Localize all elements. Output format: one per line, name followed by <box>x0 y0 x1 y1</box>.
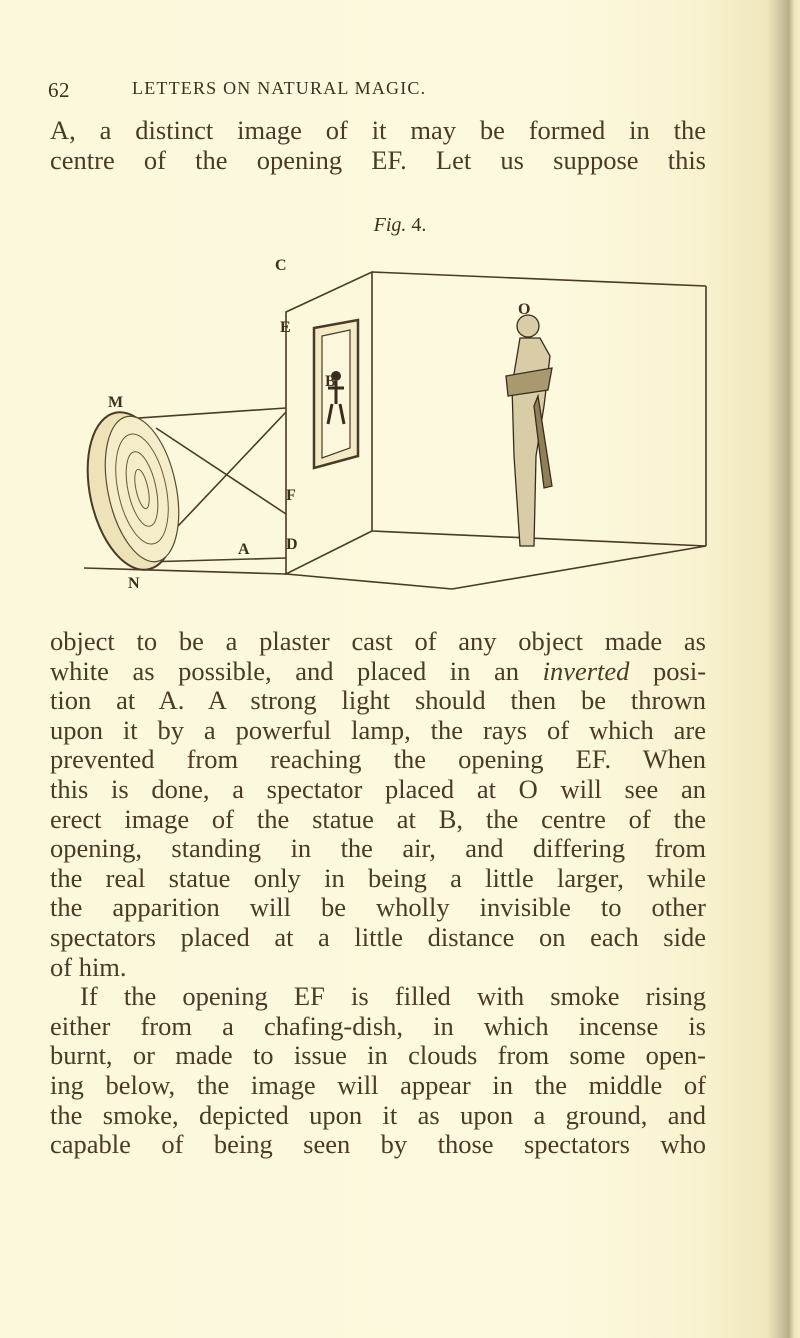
frame-opening-icon <box>312 318 360 470</box>
label-n: N <box>128 575 140 592</box>
pepper-ghost-diagram: C E B F D M N A O <box>83 257 707 592</box>
text-line: If the opening EF is filled with smoke r… <box>80 981 706 1012</box>
figure-caption-number: 4. <box>411 214 427 236</box>
paragraph-main: object to be a plaster cast of any objec… <box>50 626 707 1160</box>
text-line: the smoke, depicted upon it as upon a gr… <box>50 1099 706 1130</box>
text-line: erect image of the statue at B, the cent… <box>50 803 706 834</box>
text-line: of him. <box>50 951 127 982</box>
label-m: M <box>108 394 123 411</box>
label-o: O <box>518 301 530 318</box>
text-line: capable of being seen by those spectator… <box>50 1129 706 1160</box>
text-line: burnt, or made to issue in clouds from s… <box>50 1040 706 1071</box>
figure-caption: Fig. 4. <box>0 214 800 237</box>
label-a: A <box>238 541 250 558</box>
text-line: the real statue only in being a little l… <box>50 862 706 893</box>
figure-4-illustration: C E B F D M N A O <box>82 256 722 596</box>
text-line: tion at A. A strong light should then be… <box>50 685 706 716</box>
text-line: the apparition will be wholly invisible … <box>50 892 706 923</box>
spectator-figure-icon <box>505 314 553 547</box>
text-line: object to be a plaster cast of any objec… <box>50 626 706 656</box>
text-line: either from a chafing-dish, in which inc… <box>50 1010 706 1041</box>
text-line: this is done, a spectator placed at O wi… <box>50 773 706 804</box>
label-b: B <box>325 373 336 390</box>
label-c: C <box>275 257 287 274</box>
text-line: prevented from reaching the opening EF. … <box>50 744 706 775</box>
text-line: upon it by a powerful lamp, the rays of … <box>50 714 706 745</box>
label-d: D <box>286 536 298 553</box>
figure-caption-label: Fig. <box>373 214 407 236</box>
text-line-with-italic: white as possible, and placed in an inve… <box>50 655 707 686</box>
text-line: opening, standing in the air, and differ… <box>50 833 706 864</box>
text-line: ing below, the image will appear in the … <box>50 1069 706 1100</box>
italic-word: inverted <box>542 655 630 686</box>
paragraph-top: A, a distinct image of it may be formed … <box>50 115 706 175</box>
mirror-icon <box>86 411 180 571</box>
label-f: F <box>286 487 296 504</box>
text-line: A, a distinct image of it may be formed … <box>50 115 706 145</box>
running-head-title: LETTERS ON NATURAL MAGIC. <box>132 78 427 98</box>
text-line: centre of the opening EF. Let us suppose… <box>50 144 706 175</box>
label-e: E <box>280 319 291 336</box>
page-number: 62 <box>48 78 70 102</box>
text-line: spectators placed at a little distance o… <box>50 921 706 952</box>
